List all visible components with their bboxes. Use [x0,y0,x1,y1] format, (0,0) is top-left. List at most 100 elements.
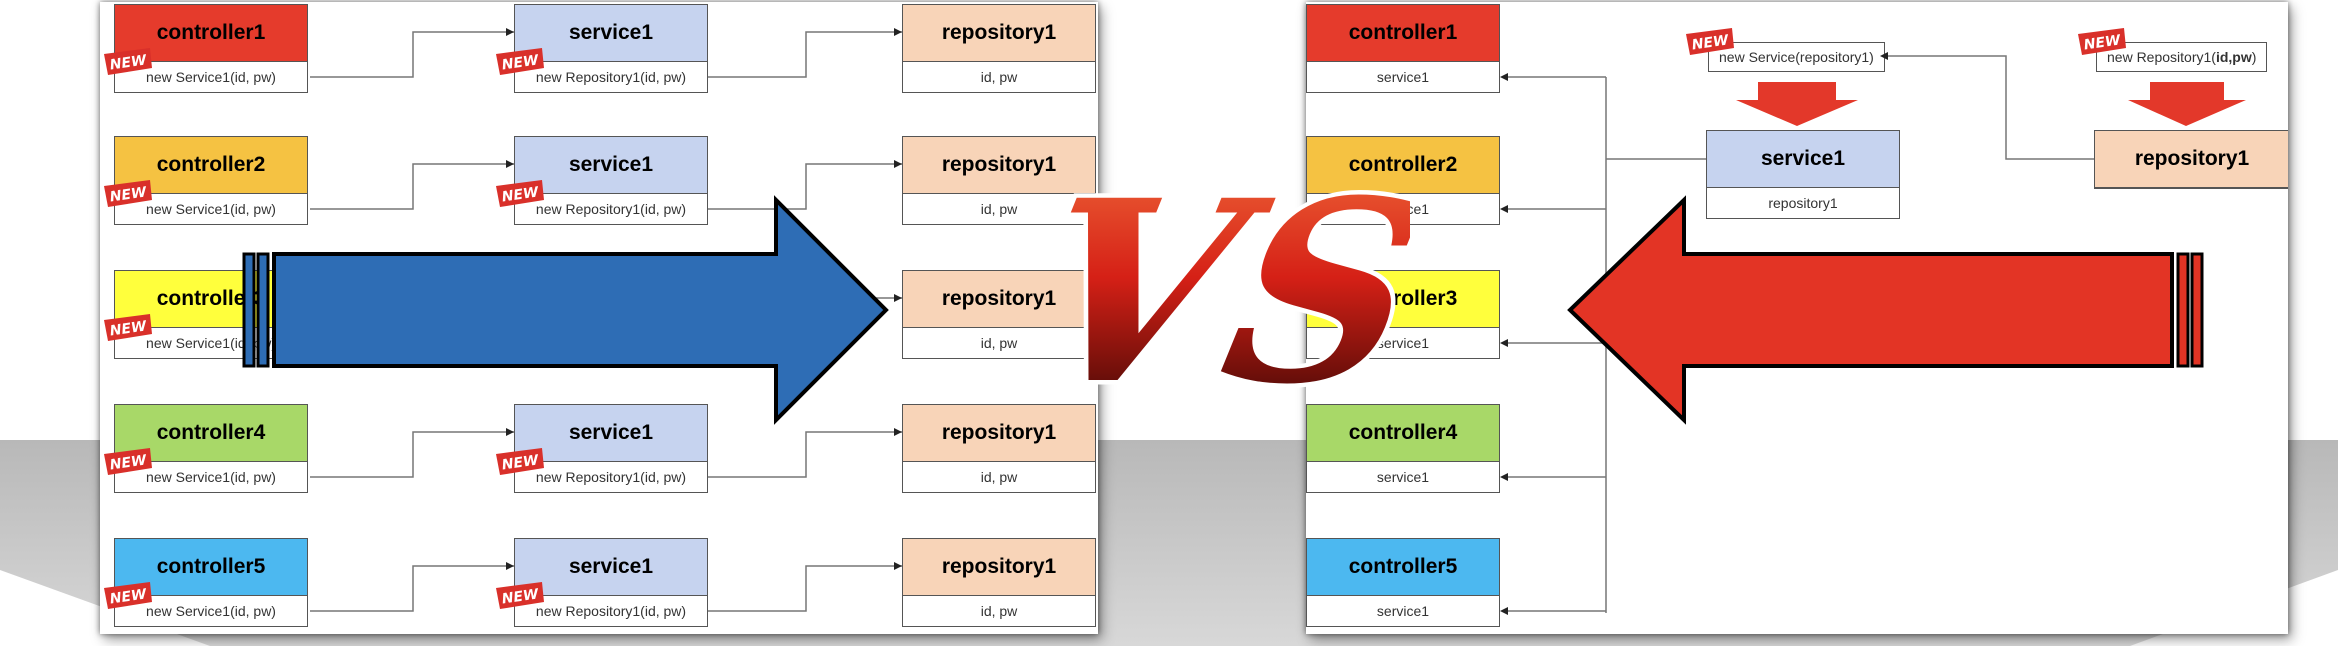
left-repository-title: repository1 [903,539,1095,596]
left-repository-title: repository1 [903,137,1095,194]
right-controller-field: service1 [1376,469,1430,485]
dependency-connector [708,163,902,210]
new-badge-icon: NEW [496,180,544,207]
left-service-title: service1 [515,137,707,194]
new-badge-icon: NEW [104,48,152,75]
left-repository-field: id, pw [980,335,1018,351]
left-repository-box: repository1 id, pw [902,136,1096,225]
arrowhead-icon [1500,473,1508,481]
arrowhead-icon [506,160,514,168]
right-service-title: service1 [1707,131,1899,188]
vs-text: VS [1030,146,1410,440]
arrowhead-icon [894,562,902,570]
left-service-field: new Repository1(id, pw) [535,69,687,85]
new-badge-icon: NEW [496,582,544,609]
arrowhead-icon [894,160,902,168]
right-repository-title: repository1 [2095,131,2288,188]
dependency-connector [310,565,514,612]
arrowhead-icon [894,428,902,436]
right-controller-field: service1 [1376,69,1430,85]
left-repository-title: repository1 [903,5,1095,62]
svg-text:NEW: NEW [1691,32,1730,53]
left-controller-field: new Service1(id, pw) [146,69,276,85]
svg-text:NEW: NEW [109,586,148,607]
arrowhead-icon [506,28,514,36]
left-repository-field: id, pw [980,69,1018,85]
right-controller-box: controller2 service1 [1306,136,1500,225]
new-badge-icon: NEW [496,48,544,75]
down-arrow-icon [1736,82,1858,126]
right-controller-title: controller5 [1307,539,1499,596]
left-repository-box: repository1 id, pw [902,404,1096,493]
left-service-field: new Repository1(id, pw) [535,603,687,619]
arrowhead-icon [1880,52,1888,60]
left-controller-title: controller4 [115,405,307,462]
left-controller-box: controller4 new Service1(id, pw) [114,404,308,493]
left-service-box: service1 new Repository1(id, pw) [514,4,708,93]
dependency-connector [310,31,514,78]
right-service-box: service1 repository1 [1706,130,1900,219]
new-badge-icon: NEW [2078,28,2126,55]
left-repository-field: id, pw [980,201,1018,217]
dependency-connector [708,31,902,78]
dependency-connector [310,163,514,210]
left-repository-title: repository1 [903,405,1095,462]
left-repository-field: id, pw [980,603,1018,619]
left-service-title: service1 [515,5,707,62]
left-controller-field: new Service1(id, pw) [146,469,276,485]
right-controller-title: controller4 [1307,405,1499,462]
left-repository-box: repository1 id, pw [902,4,1096,93]
left-repository-box: repository1 id, pw [902,538,1096,627]
arrowhead-icon [1500,339,1508,347]
arrowhead-icon [506,428,514,436]
dependency-connector [310,431,514,478]
arrowhead-icon [894,294,902,302]
left-service-title: service1 [515,405,707,462]
right-service-field: repository1 [1768,195,1838,211]
svg-text:NEW: NEW [109,184,148,205]
down-arrow-icon [2128,82,2246,126]
repository-injection-connector [1882,55,2094,160]
arrowhead-icon [894,28,902,36]
right-controller-title: controller2 [1307,137,1499,194]
left-service-box: service1 new Repository1(id, pw) [514,136,708,225]
arrowhead-icon [1500,73,1508,81]
svg-text:NEW: NEW [109,52,148,73]
right-repository-box: repository1 [2094,130,2288,189]
red-left-arrow [1567,195,2204,425]
arrowhead-icon [1500,205,1508,213]
right-controller-field: service1 [1376,201,1430,217]
left-controller-field: new Service1(id, pw) [146,201,276,217]
new-badge-icon: NEW [1686,28,1734,55]
right-controller-field: service1 [1376,603,1430,619]
right-controller-box: controller5 service1 [1306,538,1500,627]
left-service-field: new Repository1(id, pw) [535,469,687,485]
left-service-box: service1 new Repository1(id, pw) [514,404,708,493]
right-controller-title: controller1 [1307,5,1499,62]
left-repository-title: repository1 [903,271,1095,328]
dependency-connector [708,431,902,478]
right-controller-box: controller4 service1 [1306,404,1500,493]
svg-text:NEW: NEW [109,318,148,339]
svg-text:NEW: NEW [109,452,148,473]
vs-logo: VS [1030,141,1410,440]
left-service-field: new Repository1(id, pw) [535,201,687,217]
svg-text:NEW: NEW [501,452,540,473]
left-repository-field: id, pw [980,469,1018,485]
new-badge-icon: NEW [496,448,544,475]
left-repository-box: repository1 id, pw [902,270,1096,359]
new-badge-icon: NEW [104,314,152,341]
right-controller-box: controller1 service1 [1306,4,1500,93]
svg-text:NEW: NEW [501,586,540,607]
svg-text:NEW: NEW [501,184,540,205]
svg-text:NEW: NEW [501,52,540,73]
svg-text:NEW: NEW [2083,32,2122,53]
arrowhead-icon [1500,607,1508,615]
new-badge-icon: NEW [104,448,152,475]
new-badge-icon: NEW [104,180,152,207]
new-badge-icon: NEW [104,582,152,609]
right-controller-title: controller3 [1307,271,1499,328]
